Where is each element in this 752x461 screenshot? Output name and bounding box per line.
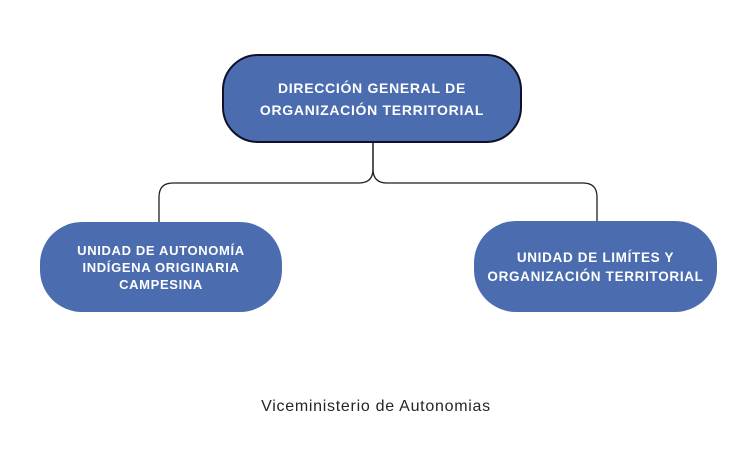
org-node-label-line: UNIDAD DE LIMÍTES Y: [516, 249, 675, 265]
org-node-unidad-autonomia: UNIDAD DE AUTONOMÍA INDÍGENA ORIGINARIA …: [40, 222, 282, 312]
org-node-unidad-limites: UNIDAD DE LIMÍTES Y ORGANIZACIÓN TERRITO…: [474, 221, 717, 312]
org-node-label-line: DIRECCIÓN GENERAL DE: [278, 79, 466, 96]
diagram-caption: Viceministerio de Autonomias: [261, 398, 491, 415]
connector-left-branch: [158, 143, 374, 222]
org-node-direccion-general: DIRECCIÓN GENERAL DE ORGANIZACIÓN TERRIT…: [222, 54, 522, 143]
org-node-label-line: UNIDAD DE AUTONOMÍA: [77, 242, 245, 258]
org-node-label-line: ORGANIZACIÓN TERRITORIAL: [259, 101, 485, 118]
org-node-label-line: CAMPESINA: [119, 276, 203, 292]
org-node-label-line: INDÍGENA ORIGINARIA: [82, 259, 240, 275]
connector-right-branch: [372, 143, 598, 221]
org-node-label-line: ORGANIZACIÓN TERRITORIAL: [487, 268, 704, 284]
